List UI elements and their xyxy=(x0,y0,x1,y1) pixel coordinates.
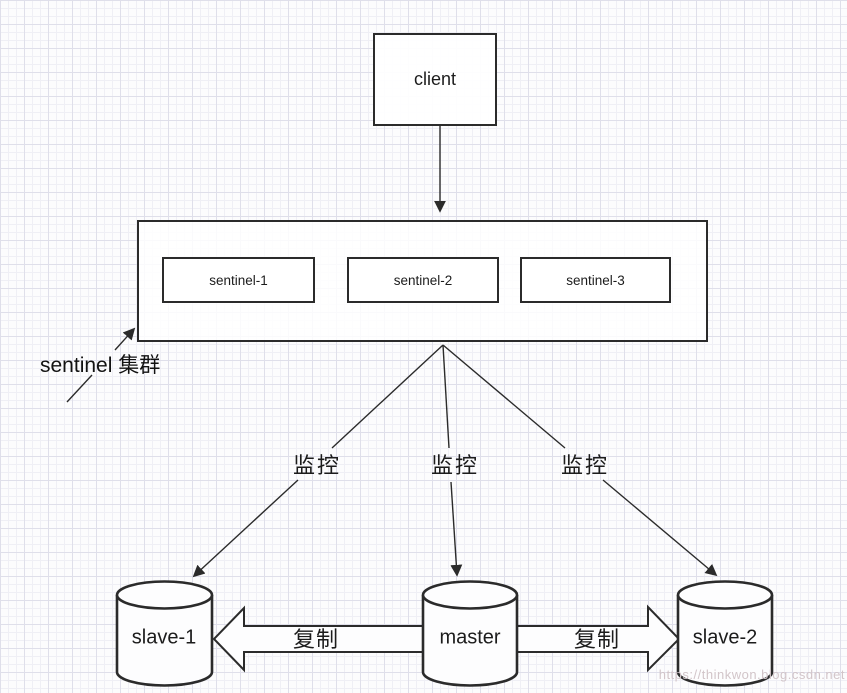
replication-arrow-right xyxy=(509,604,681,673)
client-label: client xyxy=(413,69,457,89)
sentinel-3-node: sentinel-3 xyxy=(520,257,671,303)
watermark-text: https://thinkwon.blog.csdn.net xyxy=(658,667,845,682)
sentinel-1-label: sentinel-1 xyxy=(209,272,268,288)
slave-2-label: slave-2 xyxy=(692,626,758,649)
edge-monitor-slave1-a xyxy=(331,344,444,449)
client-node: client xyxy=(373,33,497,126)
sentinel-1-node: sentinel-1 xyxy=(162,257,315,303)
edge-cluster-label-tail xyxy=(66,374,93,403)
monitor-edge-label-3: 监控 xyxy=(560,453,610,478)
monitor-edge-label-1: 监控 xyxy=(292,453,342,478)
replication-edge-label-1: 复制 xyxy=(292,627,340,652)
edge-monitor-master-b xyxy=(450,481,463,577)
edge-monitor-master-a xyxy=(442,344,450,449)
master-label: master xyxy=(439,626,501,649)
cylinder-master xyxy=(421,580,519,687)
edge-monitor-slave2-b xyxy=(602,479,718,577)
monitor-edge-label-2: 监控 xyxy=(430,453,480,478)
replication-edge-label-2: 复制 xyxy=(573,627,621,652)
edge-monitor-slave1-b xyxy=(192,479,299,578)
slave-1-label: slave-1 xyxy=(131,626,197,649)
sentinel-3-label: sentinel-3 xyxy=(566,272,625,288)
edge-cluster-label-head xyxy=(114,327,136,351)
sentinel-2-label: sentinel-2 xyxy=(393,272,453,288)
cylinder-slave-1 xyxy=(115,580,214,687)
sentinel-cluster-label: sentinel 集群 xyxy=(40,354,161,377)
edge-monitor-slave2-a xyxy=(442,344,566,449)
cylinder-slave-2 xyxy=(676,580,774,687)
sentinel-2-node: sentinel-2 xyxy=(347,257,499,303)
